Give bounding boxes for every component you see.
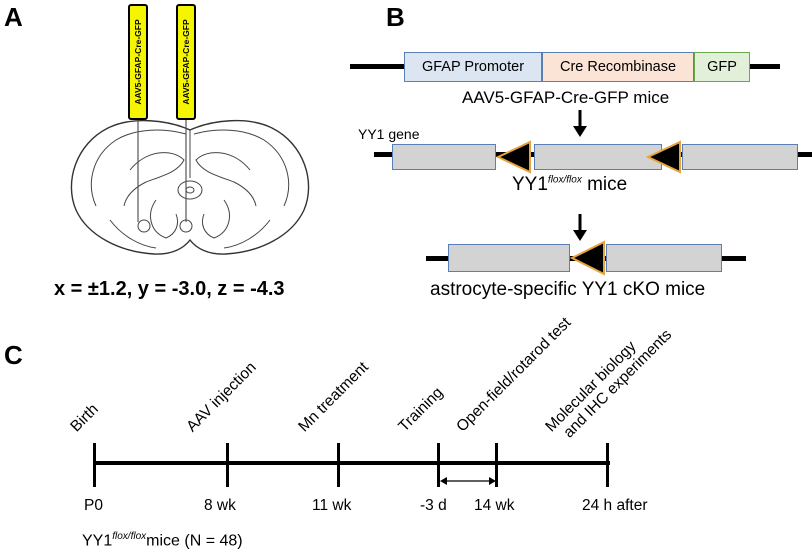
panel-letter-a: A (4, 2, 23, 32)
midbrain-left (150, 199, 179, 239)
cohort-suffix: mice (N = 48) (146, 532, 243, 550)
ventral-right (223, 219, 271, 249)
cohort-genotype: flox/flox (112, 531, 147, 542)
time-p0: P0 (84, 497, 103, 514)
cko-mice-label: astrocyte-specific YY1 cKO mice (430, 279, 706, 300)
aqueduct (177, 180, 203, 200)
cohort-label: YY1flox/floxmice (N = 48) (82, 531, 243, 550)
time-14wk: 14 wk (474, 497, 515, 514)
event-birth: Birth (67, 400, 102, 436)
time-8wk: 8 wk (204, 497, 236, 514)
hippocampus-right (195, 152, 257, 207)
stereotaxic-coordinates: x = ±1.2, y = -3.0, z = -4.3 (54, 278, 285, 300)
probe-left-label: AAV5-GFAP-Cre-GFP (133, 19, 143, 105)
gfp-box: GFP (694, 52, 750, 82)
tick-mn (337, 443, 340, 487)
hippocampus-left (123, 152, 185, 207)
timeline-axis (94, 461, 610, 465)
target-region-left (137, 219, 151, 233)
tick-openfield (495, 443, 498, 487)
interval-double-arrow (440, 477, 496, 485)
loxp-site-recombined (570, 240, 605, 276)
probe-right: AAV5-GFAP-Cre-GFP (176, 4, 196, 120)
event-training: Training (395, 384, 447, 436)
time-minus3d: -3 d (420, 497, 447, 514)
cortex-inner-right (193, 129, 290, 207)
tick-aav (226, 443, 229, 487)
midbrain-right (201, 199, 230, 239)
aav-mice-label: AAV5-GFAP-Cre-GFP mice (462, 88, 670, 107)
exon-box-1 (392, 144, 496, 170)
panel-letter-c: C (4, 340, 23, 370)
event-aav-injection: AAV injection (183, 358, 260, 436)
loxp-site-2 (646, 140, 681, 174)
cortex-inner-left (90, 129, 187, 207)
cre-recombinase-box: Cre Recombinase (542, 52, 694, 82)
event-molecular-line2: and IHC experiments (560, 326, 676, 442)
tick-training (437, 443, 440, 487)
exon-box-3 (682, 144, 798, 170)
probe-right-label: AAV5-GFAP-Cre-GFP (181, 19, 191, 105)
exon-box-2 (534, 144, 662, 170)
flox-mice-label: YY1flox/flox mice (512, 174, 627, 196)
exon-box-recombined-2 (606, 244, 722, 272)
flox-mice-suffix: mice (581, 174, 628, 195)
tick-molecular (606, 443, 609, 487)
aqueduct-inner (185, 186, 195, 194)
yy1-gene-label: YY1 gene (358, 126, 420, 142)
ventral-left (109, 219, 157, 249)
exon-box-recombined-1 (448, 244, 570, 272)
tick-birth (93, 443, 96, 487)
gfap-promoter-box: GFAP Promoter (404, 52, 542, 82)
time-24h-after: 24 h after (582, 497, 648, 514)
flox-mice-gene: YY1 (512, 174, 548, 195)
brain-section-diagram (70, 118, 310, 255)
panel-letter-b: B (386, 2, 405, 32)
loxp-site-1 (496, 140, 531, 174)
brain-outline (70, 119, 310, 255)
cohort-gene: YY1 (82, 532, 113, 550)
time-11wk: 11 wk (312, 497, 352, 514)
probe-left: AAV5-GFAP-Cre-GFP (128, 4, 148, 120)
flox-mice-genotype: flox/flox (547, 174, 582, 186)
event-mn-treatment: Mn treatment (295, 358, 372, 436)
arrow-down-1 (573, 110, 587, 137)
arrow-down-2 (573, 214, 587, 241)
